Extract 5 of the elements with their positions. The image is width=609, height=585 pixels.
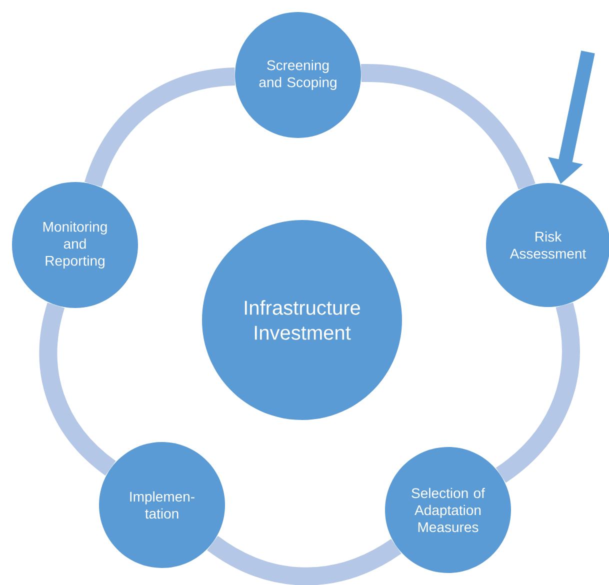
ring-segment — [361, 64, 536, 190]
ring-segment — [39, 302, 116, 476]
ring-segment — [207, 536, 402, 585]
ring-segment — [84, 67, 236, 188]
ring-segment — [496, 303, 580, 483]
